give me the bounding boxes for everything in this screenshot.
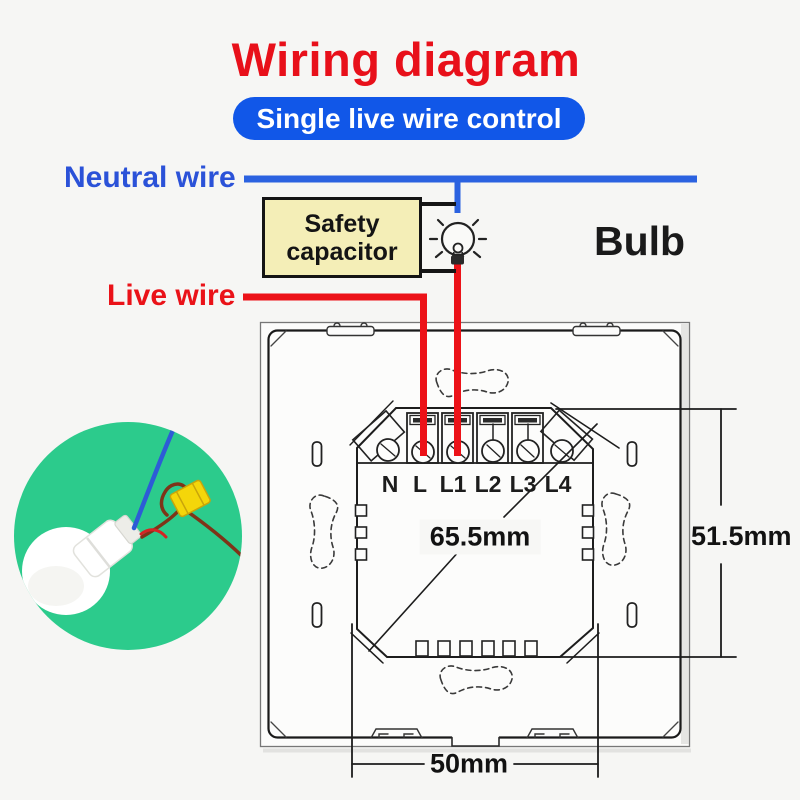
live-wire-label: Live wire	[107, 279, 236, 312]
leader-top-right	[550, 402, 620, 449]
switch-module	[349, 400, 600, 664]
bulb-photo	[14, 422, 242, 650]
terminal-label-l3: L3	[509, 471, 537, 497]
photo-brown-wire-loop	[140, 482, 189, 539]
subtitle-badge: Single live wire control	[233, 97, 585, 140]
terminal-label-n: N	[381, 471, 399, 497]
live-wire-line	[243, 293, 427, 456]
bulb-globe-shade	[28, 566, 84, 606]
photo-blue-wire	[131, 427, 176, 531]
leader-65-upper	[503, 423, 598, 518]
leader-65-lower	[368, 548, 462, 652]
bulb-icon	[428, 218, 488, 265]
terminal-label-l: L	[412, 471, 428, 497]
module-side-clips	[354, 504, 595, 561]
terminal-label-l1: L1	[439, 471, 467, 497]
terminal-label-l2: L2	[474, 471, 502, 497]
lamp-holder	[72, 514, 142, 578]
bulb-label: Bulb	[594, 218, 686, 264]
safety-capacitor-box: Safety capacitor	[262, 197, 422, 278]
module-bottom-pins	[415, 640, 538, 657]
panel-bottom-notch	[451, 736, 500, 747]
page-title: Wiring diagram	[231, 33, 581, 86]
terminal-label-l4: L4	[544, 471, 572, 497]
photo-red-wire	[139, 528, 168, 539]
dimension-height-label: 51.5mm	[691, 521, 792, 551]
dim-50-ticks	[351, 623, 599, 778]
panel-right-shadow	[681, 324, 689, 744]
mounting-holes	[309, 368, 631, 695]
terminal-strip	[351, 409, 594, 464]
panel-corner-marks	[270, 330, 679, 738]
dimension-lines	[351, 402, 737, 778]
bulb-rays	[428, 218, 488, 259]
dimension-width-label: 65.5mm	[419, 519, 541, 555]
dimension-mount-label: 50mm	[429, 748, 509, 779]
capacitor-leads	[421, 202, 456, 273]
panel-bottom-tabs	[370, 728, 579, 739]
panel-top-clips	[326, 322, 621, 337]
photo-capacitor	[169, 479, 211, 518]
screw-slots	[311, 441, 638, 628]
panel-bottom-shadow	[263, 748, 691, 753]
neutral-wire-label: Neutral wire	[64, 161, 236, 194]
